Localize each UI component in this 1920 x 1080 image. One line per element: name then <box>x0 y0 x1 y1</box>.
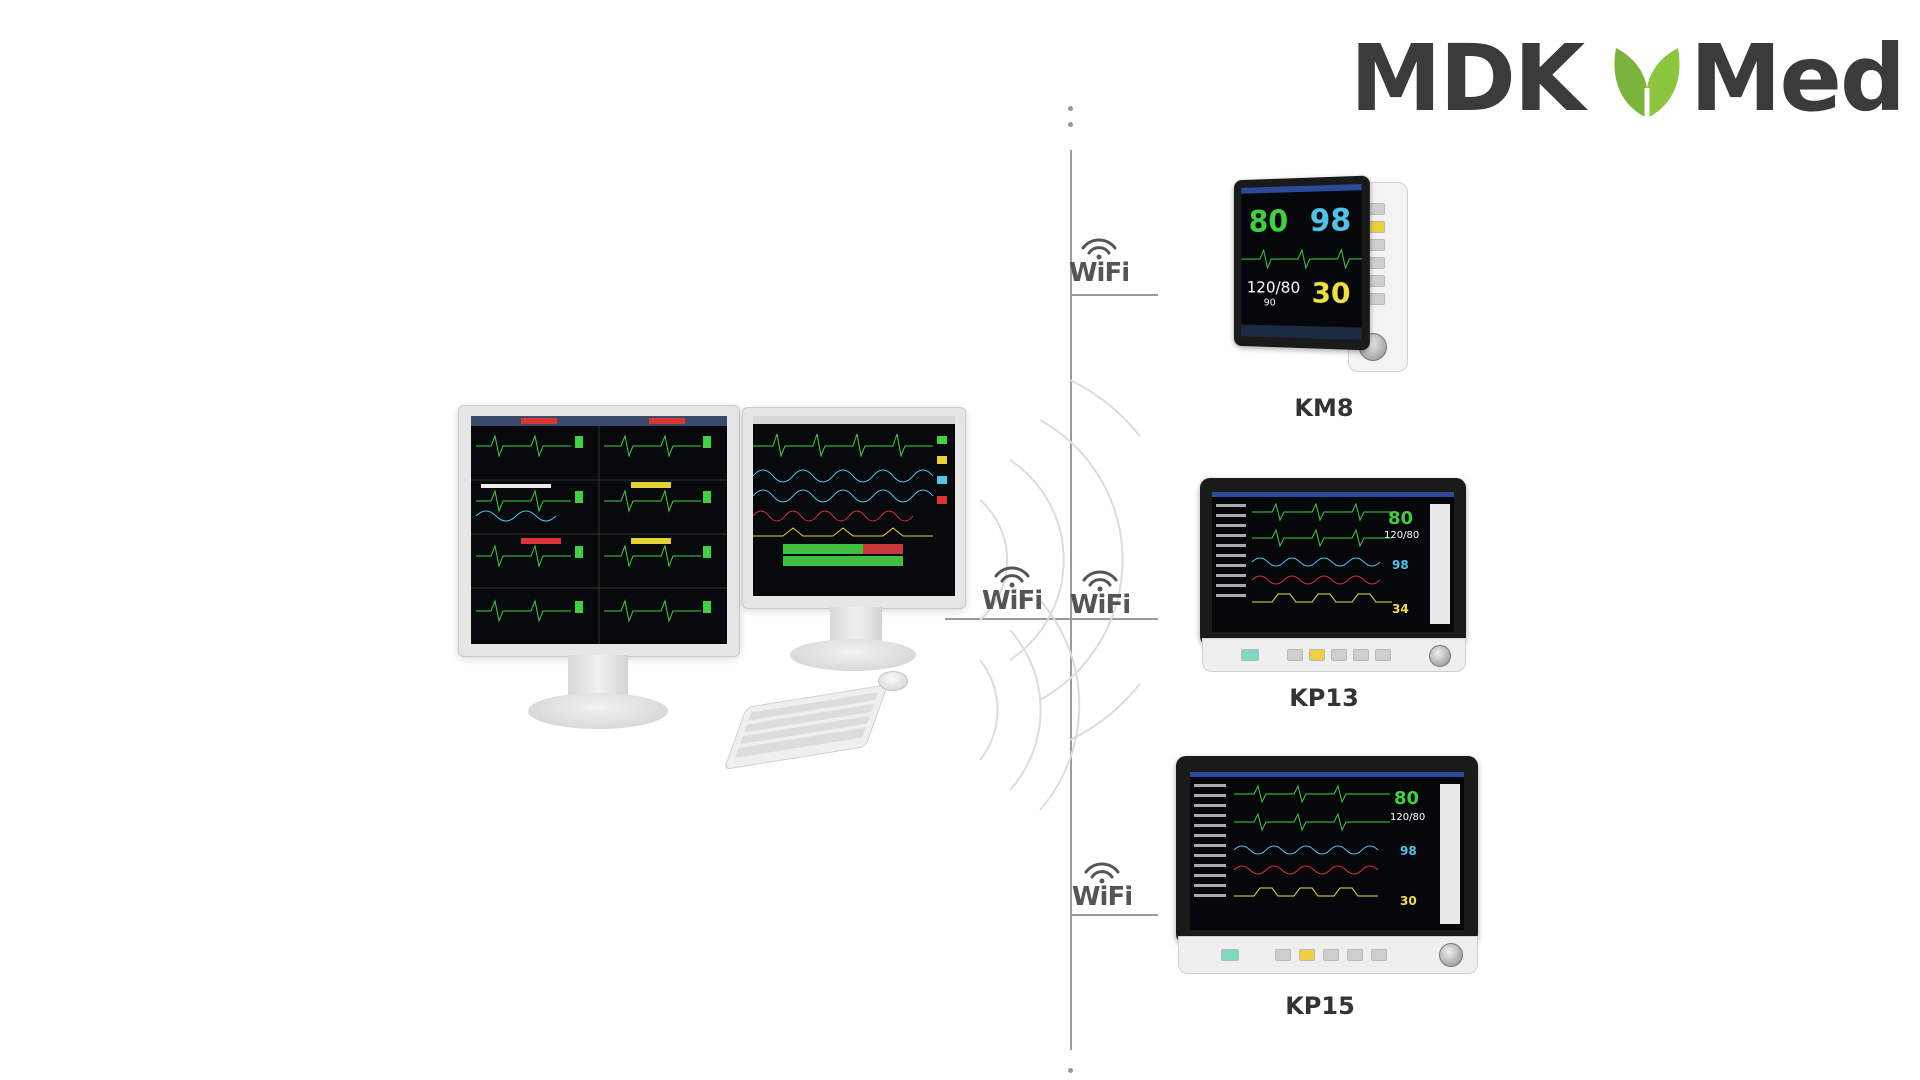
branch-line-kp15 <box>1072 914 1158 916</box>
wifi-label: WiFi <box>1071 882 1133 912</box>
monitor-stand-base <box>528 693 668 729</box>
device-label-km8: KM8 <box>1294 394 1354 422</box>
wireless-signal-waves <box>979 379 1140 811</box>
central-monitor-right-screen <box>753 416 955 596</box>
branch-line-km8 <box>1072 294 1158 296</box>
kp15-bezel: 80 120/80 98 30 <box>1176 756 1478 944</box>
device-kp13: 80 120/80 98 34 <box>1200 478 1466 674</box>
keyboard <box>723 684 889 770</box>
single-bed-display <box>753 416 955 566</box>
central-monitor-left <box>458 405 740 657</box>
kp13-screen: 80 120/80 98 34 <box>1212 492 1454 632</box>
line-end-dot <box>1068 1068 1073 1073</box>
km8-screen: 80 98 120/80 90 30 <box>1241 184 1362 340</box>
kp15-control-panel <box>1178 936 1478 974</box>
rotary-knob <box>1429 645 1451 667</box>
km8-nibp-value: 120/80 <box>1246 277 1301 298</box>
kp13-control-panel <box>1202 638 1466 672</box>
wifi-badge-km8: WiFi <box>1067 238 1131 288</box>
brand-logo: MDK Med <box>1350 25 1906 132</box>
device-label-kp13: KP13 <box>1289 684 1359 712</box>
km8-hr-value: 80 <box>1248 204 1289 240</box>
device-kp15: 80 120/80 98 30 <box>1176 756 1478 976</box>
wifi-label: WiFi <box>1069 590 1131 620</box>
logo-text-left: MDK <box>1350 25 1585 132</box>
km8-resp-value: 30 <box>1311 276 1351 310</box>
km8-spo2-value: 98 <box>1309 202 1352 239</box>
wifi-icon <box>1082 570 1118 592</box>
kp15-nibp-value: 120/80 <box>1390 812 1426 823</box>
kp15-screen: 80 120/80 98 30 <box>1190 772 1464 930</box>
kp13-bezel: 80 120/80 98 34 <box>1200 478 1466 646</box>
kp13-resp-value: 34 <box>1392 602 1409 616</box>
wifi-icon <box>1081 238 1117 260</box>
rotary-knob <box>1439 943 1463 967</box>
computer-mouse <box>878 671 908 691</box>
km8-nibp-mean: 90 <box>1263 297 1276 309</box>
line-end-dot <box>1068 122 1073 127</box>
multi-bed-display <box>471 416 727 644</box>
central-monitor-right <box>742 407 966 609</box>
wifi-icon <box>1084 862 1120 884</box>
central-station <box>450 395 970 795</box>
wifi-label: WiFi <box>981 586 1043 616</box>
device-label-kp15: KP15 <box>1285 992 1355 1020</box>
wifi-badge-kp15: WiFi <box>1070 862 1134 912</box>
branch-line-main <box>945 618 1158 620</box>
central-monitor-left-screen <box>471 416 727 644</box>
wifi-badge-station: WiFi <box>980 566 1044 616</box>
network-backbone-line <box>1070 150 1072 1050</box>
kp13-nibp-value: 120/80 <box>1384 530 1420 541</box>
kp15-resp-value: 30 <box>1400 894 1417 908</box>
kp13-spo2-value: 98 <box>1392 558 1409 572</box>
wifi-icon <box>994 566 1030 588</box>
logo-text-right: Med <box>1690 25 1906 132</box>
kp13-hr-value: 80 <box>1388 508 1414 529</box>
line-end-dot <box>1068 106 1073 111</box>
device-km8: 80 98 120/80 90 30 <box>1230 175 1420 378</box>
leaf-icon <box>1614 48 1680 122</box>
wifi-label: WiFi <box>1068 258 1130 288</box>
kp15-hr-value: 80 <box>1394 788 1420 809</box>
kp15-spo2-value: 98 <box>1400 844 1417 858</box>
monitor-stand-base <box>790 639 916 671</box>
km8-bezel: 80 98 120/80 90 30 <box>1233 175 1370 351</box>
wifi-badge-kp13: WiFi <box>1068 570 1132 620</box>
